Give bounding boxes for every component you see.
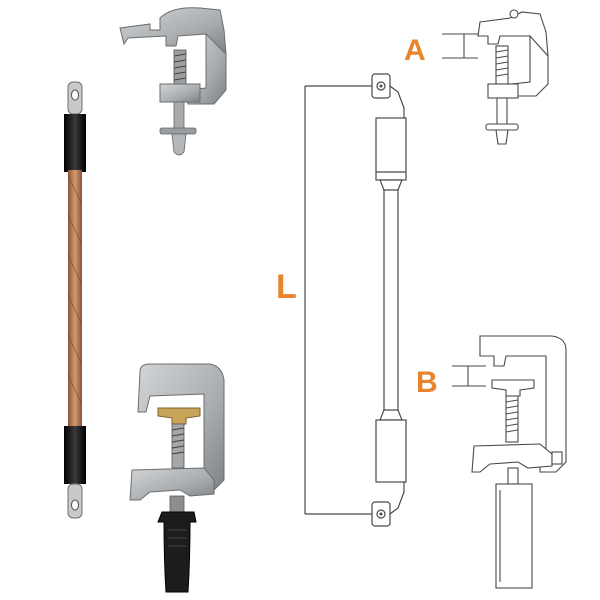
clamp-b-drawing [452, 335, 567, 589]
small-clamp-photo [119, 7, 227, 156]
length-label: L [276, 268, 297, 306]
copper-cable-photo [64, 81, 86, 519]
dimension-a-label: A [404, 34, 426, 67]
cable-assembly-drawing [304, 73, 407, 527]
dimension-b-label: B [416, 366, 438, 399]
clamp-a-drawing [442, 9, 549, 145]
large-clamp-with-handle-photo [129, 363, 225, 593]
